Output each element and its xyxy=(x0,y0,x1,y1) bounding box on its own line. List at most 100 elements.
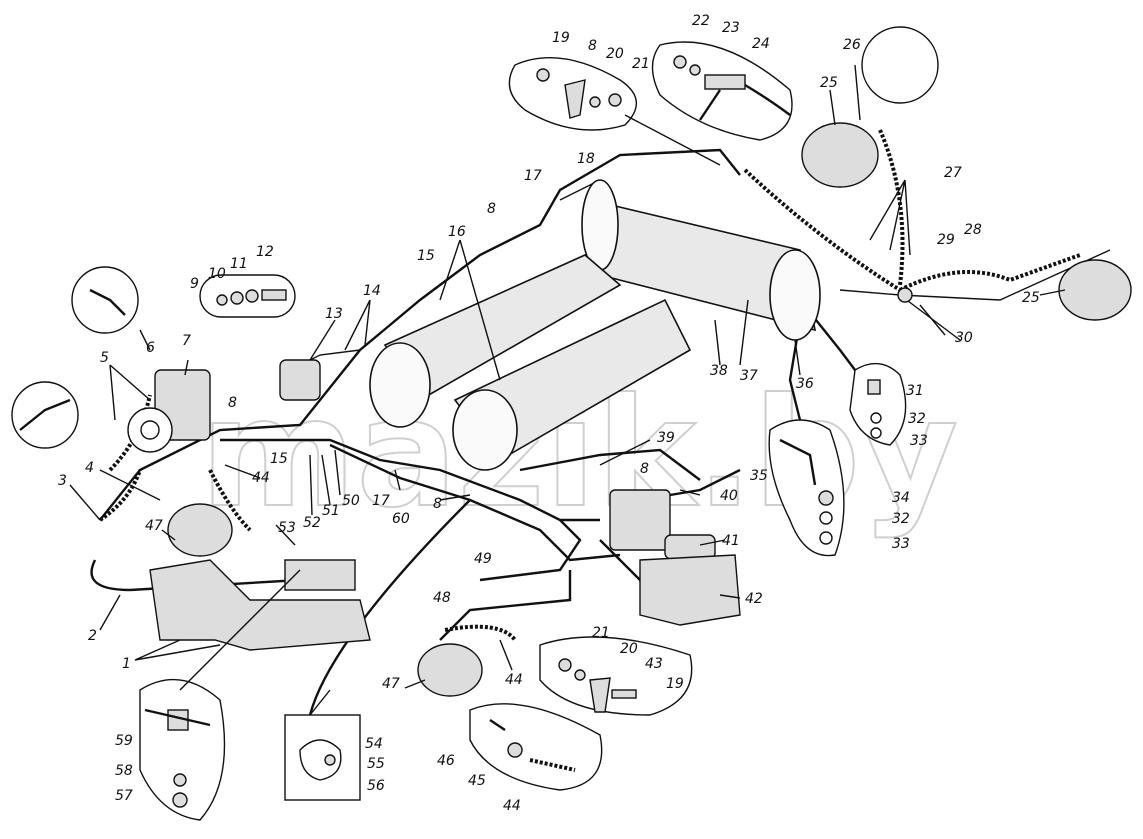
label-22: 22 xyxy=(692,13,710,29)
label-1: 1 xyxy=(122,656,131,672)
label-36: 36 xyxy=(796,376,814,392)
label-17-lower: 17 xyxy=(372,493,390,509)
label-32-lower: 32 xyxy=(892,511,910,527)
valve-41 xyxy=(609,489,671,551)
brake-chamber-25-left xyxy=(801,122,879,188)
label-14: 14 xyxy=(363,283,381,299)
label-12: 12 xyxy=(256,244,274,260)
label-7: 7 xyxy=(182,333,191,349)
frame-crossmember xyxy=(284,559,356,591)
label-50: 50 xyxy=(342,493,360,509)
label-29: 29 xyxy=(937,232,955,248)
label-45: 45 xyxy=(468,773,486,789)
pipe-39 xyxy=(519,448,701,481)
label-42: 42 xyxy=(745,591,763,607)
bubble-6 xyxy=(71,266,139,334)
label-44-front: 44 xyxy=(252,470,270,486)
label-39: 39 xyxy=(657,430,675,446)
label-3: 3 xyxy=(58,473,67,489)
hose-5b xyxy=(98,469,142,522)
label-24: 24 xyxy=(752,36,770,52)
bolt-19-icon xyxy=(536,68,550,82)
label-20-lower: 20 xyxy=(620,641,638,657)
label-38: 38 xyxy=(710,363,728,379)
label-43: 43 xyxy=(645,656,663,672)
label-44-bubble: 44 xyxy=(503,798,521,814)
nut-21-icon xyxy=(608,93,622,107)
label-25-left: 25 xyxy=(820,75,838,91)
brake-chamber-25-right xyxy=(1058,259,1132,321)
hose-27b xyxy=(899,253,1081,292)
label-33-lower: 33 xyxy=(892,536,910,552)
label-35: 35 xyxy=(750,468,768,484)
label-52: 52 xyxy=(303,515,321,531)
label-55: 55 xyxy=(367,756,385,772)
tee-24-icon xyxy=(704,74,746,90)
label-9: 9 xyxy=(190,276,199,292)
bubble-details xyxy=(19,55,882,808)
label-18: 18 xyxy=(577,151,595,167)
pipe-30 xyxy=(839,249,1111,301)
pipe-49 xyxy=(479,519,582,582)
receiver-16a-end xyxy=(369,342,431,428)
label-8-pipe: 8 xyxy=(433,496,442,512)
bracket-42 xyxy=(639,554,741,626)
label-21-upper: 21 xyxy=(632,56,650,72)
label-44-rear: 44 xyxy=(505,672,523,688)
pipe-60 xyxy=(329,443,621,562)
label-51: 51 xyxy=(322,503,340,519)
tee-30 xyxy=(897,287,913,303)
air-receivers xyxy=(369,179,821,471)
label-54: 54 xyxy=(365,736,383,752)
nut-22-icon xyxy=(673,55,687,69)
label-40: 40 xyxy=(720,488,738,504)
label-15-lower: 15 xyxy=(270,451,288,467)
label-32-upper: 32 xyxy=(908,411,926,427)
compressor-pulley xyxy=(127,407,173,453)
bubble-26 xyxy=(861,26,939,104)
label-8-bubble: 8 xyxy=(588,38,597,54)
regulator-13 xyxy=(279,359,321,401)
label-60: 60 xyxy=(392,511,410,527)
bubble-34-35 xyxy=(768,419,845,557)
hose-27a xyxy=(743,168,902,292)
label-8-front: 8 xyxy=(228,395,237,411)
hose-44 xyxy=(208,469,252,532)
brake-chamber-47-rear xyxy=(417,643,483,697)
pipe-2 xyxy=(90,559,301,592)
leader-lines xyxy=(69,64,1066,689)
label-16: 16 xyxy=(448,224,466,240)
label-57: 57 xyxy=(115,788,133,804)
label-47-front: 47 xyxy=(145,518,163,534)
label-4: 4 xyxy=(85,460,94,476)
brake-chamber-47-front xyxy=(167,503,233,557)
bubble-3 xyxy=(11,381,79,449)
label-17-upper: 17 xyxy=(524,168,542,184)
label-47-rear: 47 xyxy=(382,676,400,692)
bubble-31-33 xyxy=(849,362,907,446)
label-33-upper: 33 xyxy=(910,433,928,449)
label-21-lower: 21 xyxy=(592,625,610,641)
label-46: 46 xyxy=(437,753,455,769)
label-31: 31 xyxy=(906,383,924,399)
label-11: 11 xyxy=(230,256,248,272)
label-5: 5 xyxy=(100,350,109,366)
bubble-44-46 xyxy=(469,703,603,791)
label-10: 10 xyxy=(208,266,226,282)
label-20-upper: 20 xyxy=(606,46,624,62)
label-23: 23 xyxy=(722,20,740,36)
pipe-48 xyxy=(439,570,572,641)
label-53: 53 xyxy=(278,520,296,536)
receiver-16b-end xyxy=(452,389,518,471)
label-27: 27 xyxy=(944,165,962,181)
label-8-tank: 8 xyxy=(487,201,496,217)
label-13: 13 xyxy=(325,306,343,322)
label-15-upper: 15 xyxy=(417,248,435,264)
components xyxy=(127,122,1132,697)
washer-20-icon xyxy=(589,96,601,108)
receiver-18-rear xyxy=(769,249,821,341)
label-2: 2 xyxy=(88,628,97,644)
label-19-upper: 19 xyxy=(552,30,570,46)
